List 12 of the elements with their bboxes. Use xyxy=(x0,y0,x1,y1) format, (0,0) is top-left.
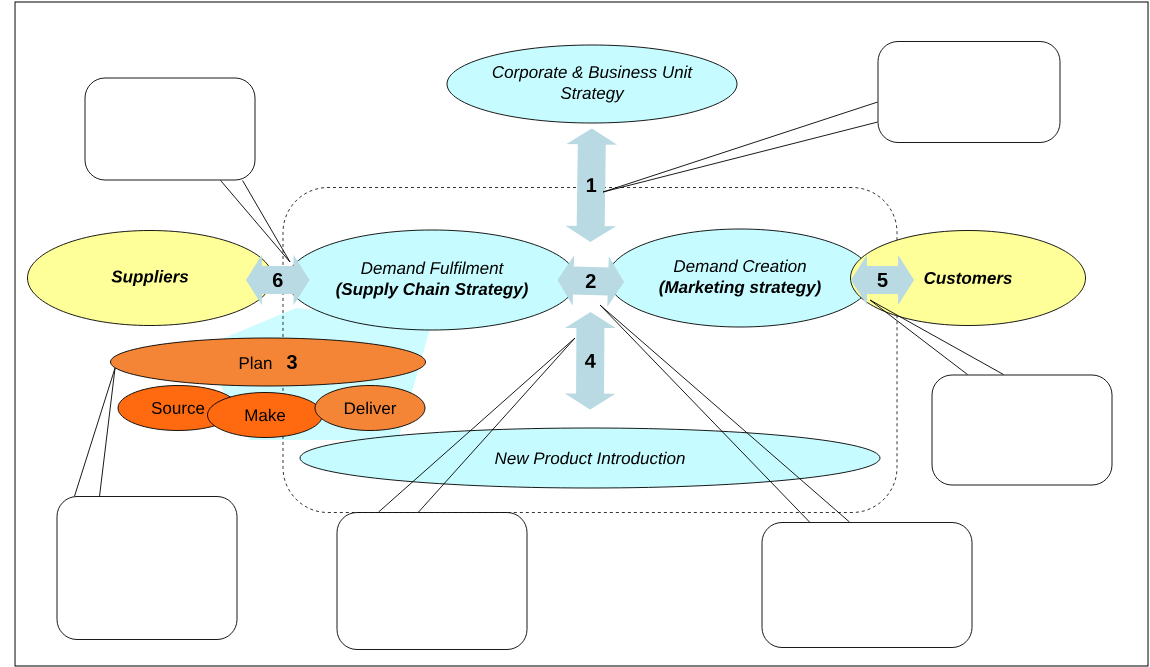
callout-pointer xyxy=(602,101,878,193)
callout-pointer xyxy=(220,180,291,263)
callout-box xyxy=(877,41,1061,143)
callout-pointer xyxy=(869,299,1004,375)
arrow-number: 2 xyxy=(584,273,598,289)
callout-box xyxy=(84,77,256,181)
callout-box xyxy=(931,374,1113,486)
callout-box xyxy=(761,522,973,648)
callout-pointer xyxy=(74,367,116,497)
callout-box xyxy=(56,496,238,640)
callout-box xyxy=(336,512,528,650)
callout-pointer xyxy=(378,337,576,513)
